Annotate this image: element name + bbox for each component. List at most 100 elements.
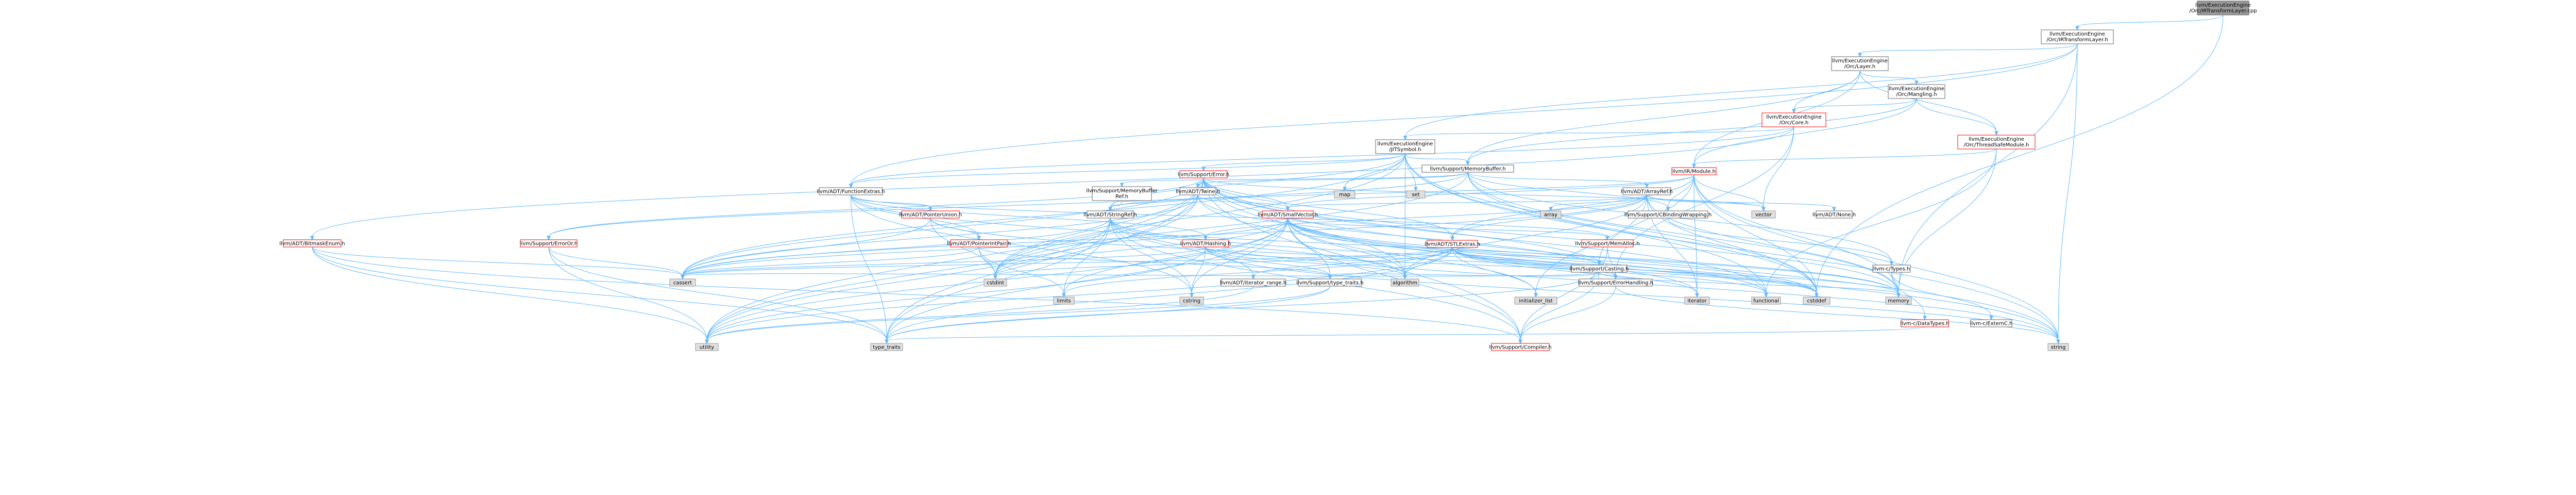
- header-node[interactable]: llvm-c/Types.h: [1872, 265, 1911, 273]
- node-label: cassert: [673, 280, 692, 286]
- arrowhead: [2075, 26, 2079, 31]
- dependency-edge: [1403, 43, 2078, 141]
- header-node[interactable]: llvm/ExecutionEngine/JITSymbol.h: [1375, 139, 1435, 154]
- header-node[interactable]: llvm/ExecutionEngine/Orc/ThreadSafeModul…: [1957, 135, 2036, 150]
- node-box: [283, 239, 342, 248]
- header-node[interactable]: llvm/Support/type_traits.h: [1296, 278, 1364, 287]
- system-header-node: cstring: [1179, 296, 1204, 305]
- node-box: [1421, 164, 1514, 173]
- node-box: [1221, 278, 1286, 287]
- node-label: llvm/ADT/FunctionExtras.h: [817, 189, 885, 195]
- node-label: functional: [1753, 299, 1779, 304]
- dependency-edge: [705, 218, 1111, 344]
- dependency-edge: [1647, 194, 1836, 212]
- dependency-edge: [705, 286, 1330, 344]
- system-header-node: cstddef: [1803, 296, 1831, 305]
- dependency-edge: [1858, 43, 2078, 58]
- node-box: [1334, 190, 1355, 199]
- node-box: [819, 187, 883, 195]
- header-node[interactable]: llvm/ExecutionEngine/Orc/Layer.h: [1831, 56, 1889, 71]
- arrowhead: [993, 275, 997, 280]
- node-label: llvm/ADT/ArrayRef.h: [1621, 189, 1673, 195]
- node-box: [2197, 1, 2249, 15]
- dependency-edge: [978, 246, 1332, 280]
- header-node[interactable]: llvm/ExecutionEngine/Orc/IRTransformLaye…: [2041, 29, 2114, 44]
- dependency-edge: [547, 172, 1468, 241]
- node-box: [1262, 210, 1314, 219]
- node-label: vector: [1755, 212, 1772, 218]
- arrowhead: [1645, 184, 1649, 189]
- header-node[interactable]: llvm/ADT/PointerIntPair.h: [947, 239, 1011, 248]
- header-node[interactable]: llvm/ADT/STLExtras.h: [1425, 240, 1480, 248]
- dependency-edge: [312, 246, 709, 344]
- node-box: [1427, 240, 1478, 248]
- arrowhead: [681, 275, 685, 280]
- dependency-edge: [1108, 200, 1122, 212]
- node-label: cstddef: [1807, 299, 1826, 304]
- arrowhead: [1815, 293, 1819, 298]
- arrowhead: [1201, 167, 1206, 172]
- header-node[interactable]: llvm/ADT/BitmaskEnum.h: [279, 239, 345, 248]
- dependency-edge: [1518, 286, 1616, 344]
- header-node[interactable]: llvm/Support/Casting.h: [1570, 265, 1629, 273]
- header-node[interactable]: llvm/ADT/iterator_range.h: [1220, 278, 1286, 287]
- node-label: llvm/Support/MemAlloc.h: [1575, 241, 1640, 247]
- header-node[interactable]: llvm-c/ExternC.h: [1970, 319, 2013, 327]
- header-node[interactable]: llvm/ADT/None.h: [1812, 210, 1856, 219]
- node-box: [1803, 296, 1831, 305]
- node-label: llvm-c/DataTypes.h: [1900, 321, 1949, 327]
- dependency-edge: [1599, 272, 1901, 298]
- header-node[interactable]: llvm/ADT/ArrayRef.h: [1621, 187, 1673, 195]
- dependency-edge: [1466, 98, 1917, 166]
- header-node[interactable]: llvm/Support/ErrorHandling.h: [1578, 278, 1653, 287]
- dependency-edge: [885, 326, 1925, 344]
- node-box: [2041, 29, 2114, 44]
- node-label: /Orc/ThreadSafeModule.h: [1964, 142, 2029, 148]
- header-node[interactable]: llvm/ADT/Hashing.h: [1180, 239, 1231, 248]
- header-node[interactable]: llvm/Support/Compiler.h: [1489, 343, 1552, 351]
- header-node[interactable]: llvm/ExecutionEngine/Orc/Mangling.h: [1888, 84, 1945, 99]
- arrowhead: [1914, 80, 1919, 86]
- node-label: /Orc/Core.h: [1780, 120, 1809, 126]
- node-label: llvm-c/Types.h: [1873, 267, 1910, 272]
- node-box: [1298, 278, 1362, 287]
- header-node[interactable]: llvm/Support/ErrorOr.h: [520, 239, 578, 248]
- header-node[interactable]: llvm/ADT/SmallVector.h: [1258, 210, 1318, 219]
- header-node[interactable]: llvm/ExecutionEngine/Orc/IRTransformLaye…: [2189, 1, 2257, 15]
- node-box: [1375, 139, 1435, 154]
- header-node[interactable]: llvm/ADT/Twine.h: [1176, 187, 1220, 195]
- node-box: [1514, 296, 1557, 305]
- header-node[interactable]: llvm/Support/MemAlloc.h: [1575, 239, 1640, 248]
- node-box: [2047, 343, 2069, 351]
- header-node[interactable]: llvm/Support/MemoryBuffer.h: [1421, 164, 1514, 173]
- node-box: [1751, 210, 1776, 219]
- node-label: llvm/Support/MemoryBuffer: [1086, 188, 1158, 194]
- arrowhead: [1764, 293, 1768, 298]
- header-node[interactable]: llvm/ADT/PointerUnion.h: [899, 210, 962, 219]
- node-label: llvm/ADT/PointerIntPair.h: [947, 241, 1011, 247]
- dependency-edge: [1607, 246, 1618, 280]
- nodes-layer: llvm/ExecutionEngine/Orc/IRTransformLaye…: [279, 1, 2257, 351]
- header-node[interactable]: llvm/IR/Module.h: [1671, 167, 1717, 175]
- node-label: llvm/Support/Casting.h: [1570, 267, 1629, 272]
- header-node[interactable]: llvm/ADT/FunctionExtras.h: [817, 187, 885, 195]
- header-node[interactable]: llvm/ExecutionEngine/Orc/Core.h: [1761, 112, 1826, 127]
- node-box: [1970, 319, 2012, 327]
- node-label: /Orc/IRTransformLayer.cpp: [2189, 8, 2257, 14]
- node-box: [1816, 210, 1853, 219]
- header-node[interactable]: llvm-c/DataTypes.h: [1900, 319, 1950, 327]
- node-label: llvm/ExecutionEngine: [1378, 141, 1433, 147]
- header-node[interactable]: llvm/Support/Error.h: [1178, 170, 1229, 178]
- arrowhead: [977, 236, 981, 241]
- header-node[interactable]: llvm/Support/CBindingWrapping.h: [1624, 210, 1712, 219]
- node-label: llvm/ExecutionEngine: [2195, 3, 2251, 8]
- node-box: [520, 239, 578, 248]
- node-label: string: [2051, 345, 2066, 351]
- dependency-edge: [681, 218, 1288, 280]
- system-header-node: functional: [1751, 296, 1781, 305]
- node-box: [1671, 167, 1717, 175]
- arrowhead: [1989, 316, 1993, 321]
- header-node[interactable]: llvm/ADT/StringRef.h: [1083, 210, 1137, 219]
